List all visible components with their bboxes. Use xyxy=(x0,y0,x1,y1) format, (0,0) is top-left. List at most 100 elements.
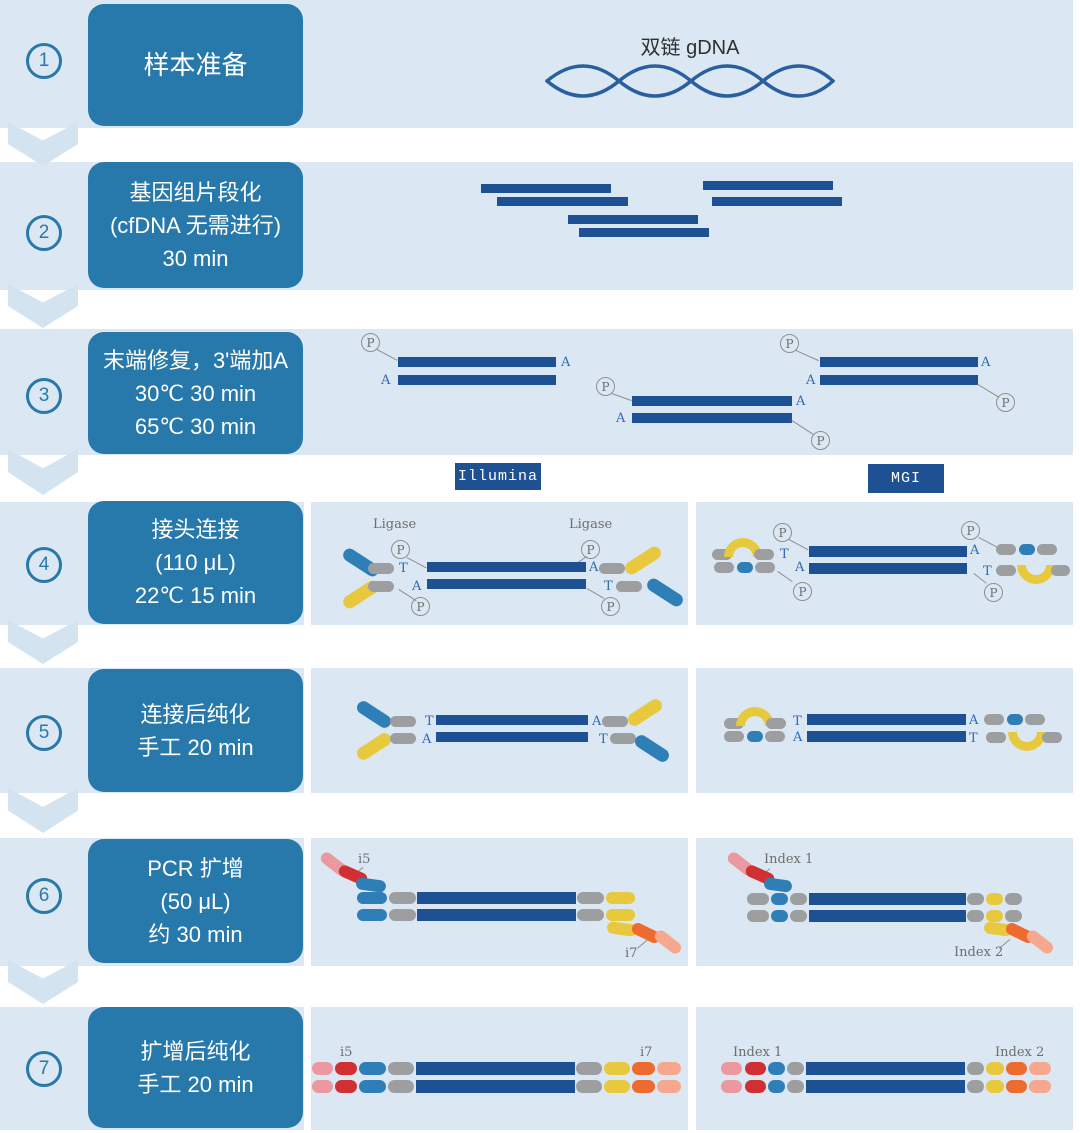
base-t-label: T xyxy=(983,564,992,579)
segment-red xyxy=(335,1062,357,1075)
segment-blue xyxy=(768,1062,785,1075)
base-a-label: A xyxy=(381,373,391,388)
flow-arrow-1 xyxy=(8,122,78,166)
flow-arrow-2 xyxy=(8,284,78,328)
base-a-label: A xyxy=(592,714,602,729)
step2-line1: 基因组片段化 xyxy=(129,179,262,205)
step6-illumina-panel: i5 i7 xyxy=(311,838,688,966)
step7-mgi-panel: Index 1 Index 2 xyxy=(696,1007,1073,1130)
step1-line1: 样本准备 xyxy=(143,49,248,80)
adapter-stub xyxy=(765,731,785,742)
adapter-stub xyxy=(610,733,636,744)
index1-label: Index 1 xyxy=(733,1045,783,1060)
adapter-stub xyxy=(747,910,769,922)
adapter-stub xyxy=(577,909,604,921)
segment-gray xyxy=(967,1062,984,1075)
adapter-stub xyxy=(755,562,775,573)
adapter-segment-blue xyxy=(771,910,788,922)
gdna-label: 双链 gDNA xyxy=(640,37,740,59)
phosphate-text: P xyxy=(1001,395,1010,410)
step4-line2: (110 μL) xyxy=(155,550,236,575)
segment-yellow xyxy=(604,1080,630,1093)
phosphate-badge: P xyxy=(793,582,812,601)
phosphate-badge: P xyxy=(596,377,615,396)
step5-line2: 手工 20 min xyxy=(137,734,254,760)
step7-line1: 扩增后纯化 xyxy=(140,1038,251,1064)
segment-gray xyxy=(967,1080,984,1093)
segment-yellow xyxy=(986,1062,1004,1075)
phosphate-text: P xyxy=(798,584,807,599)
phosphate-text: P xyxy=(966,523,975,538)
adapter-arm-blue xyxy=(354,698,394,731)
duplex-bottom-strand xyxy=(806,1080,965,1093)
step6-number-text: 6 xyxy=(38,885,50,906)
adapter-stub xyxy=(1051,565,1070,576)
adapter-stub xyxy=(390,733,416,744)
adapter-stub xyxy=(616,581,642,592)
flow-arrow-6 xyxy=(8,960,78,1004)
base-a-label: A xyxy=(561,355,571,370)
mgi-header: MGI xyxy=(868,464,944,493)
step5-number-text: 5 xyxy=(38,722,50,743)
adapter-segment-yellow xyxy=(606,892,635,904)
adapter-stub xyxy=(754,549,774,560)
duplex-top-strand xyxy=(806,1062,965,1075)
step7-box: 扩增后纯化 手工 20 min xyxy=(88,1007,303,1128)
phosphate-badge: P xyxy=(811,431,830,450)
adapter-stub xyxy=(996,544,1016,555)
dna-fragment xyxy=(497,197,628,206)
segment-orange xyxy=(1006,1080,1027,1093)
step2-line3: 30 min xyxy=(162,245,229,271)
segment-pink xyxy=(721,1062,742,1075)
step3-number: 3 xyxy=(26,378,62,414)
base-t-label: T xyxy=(780,547,789,562)
step4-illumina-panel: Ligase Ligase P P T A A T P P xyxy=(311,502,688,625)
segment-pink xyxy=(312,1062,333,1075)
adapter-stub xyxy=(1025,714,1045,725)
duplex-bottom-strand xyxy=(427,579,586,589)
adapter-arm-blue xyxy=(632,732,672,765)
dna-fragment xyxy=(568,215,698,224)
phosphate-badge: P xyxy=(996,393,1015,412)
adapter-loop-yellow xyxy=(1008,732,1046,751)
phosphate-badge: P xyxy=(391,540,410,559)
primer-segment-blue xyxy=(763,877,793,893)
illumina-header: Illumina xyxy=(455,463,541,490)
phosphate-badge: P xyxy=(601,597,620,616)
segment-gray xyxy=(787,1080,804,1093)
adapter-stub xyxy=(389,909,416,921)
adapter-stub xyxy=(790,910,807,922)
step4-mgi-panel: P T A P A P T P xyxy=(696,502,1073,625)
base-t-label: T xyxy=(604,579,613,594)
adapter-loop-yellow xyxy=(736,707,774,726)
connector-line xyxy=(637,939,649,949)
duplex-top-strand xyxy=(632,396,792,406)
ligase-label: Ligase xyxy=(373,517,417,532)
phosphate-text: P xyxy=(366,335,375,350)
i7-label: i7 xyxy=(640,1045,653,1060)
phosphate-badge: P xyxy=(411,597,430,616)
adapter-stub xyxy=(1005,910,1022,922)
step7-line2: 手工 20 min xyxy=(137,1071,254,1097)
base-a-label: A xyxy=(981,355,991,370)
segment-blue xyxy=(768,1080,785,1093)
step6-box: PCR 扩增 (50 μL) 约 30 min xyxy=(88,839,303,963)
base-a-label: A xyxy=(795,560,805,575)
base-a-label: A xyxy=(793,730,803,745)
base-a-label: A xyxy=(412,579,422,594)
phosphate-badge: P xyxy=(361,333,380,352)
segment-blue xyxy=(359,1062,386,1075)
duplex-bottom-strand xyxy=(820,375,978,385)
step4-box: 接头连接 (110 μL) 22℃ 15 min xyxy=(88,501,303,624)
adapter-segment-yellow xyxy=(606,909,635,921)
base-a-label: A xyxy=(796,394,806,409)
i5-label: i5 xyxy=(358,852,371,867)
phosphate-text: P xyxy=(606,599,615,614)
step4-line3: 22℃ 15 min xyxy=(134,583,257,608)
step3-line3: 65℃ 30 min xyxy=(134,413,257,439)
adapter-stub xyxy=(967,910,984,922)
step6-line1: PCR 扩增 xyxy=(147,855,244,881)
adapter-stub xyxy=(712,549,732,560)
adapter-stub xyxy=(986,732,1006,743)
step2-line2: (cfDNA 无需进行) xyxy=(109,212,282,238)
